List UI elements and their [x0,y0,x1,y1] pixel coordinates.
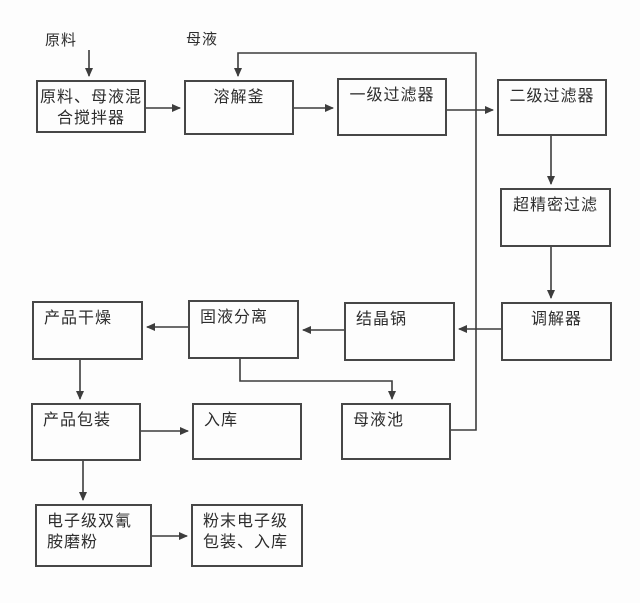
node-warehousing: 入库 [192,403,302,460]
node-ultra-precision-filter: 超精密过滤 [500,188,611,247]
node-crystallizing-pot-label: 结晶锅 [356,311,408,328]
node-regulator-label: 调解器 [530,311,582,328]
label-raw-material: 原料 [45,33,78,49]
node-solid-liquid-separation-label: 固液分离 [200,309,269,326]
node-mother-liquor-pool: 母液池 [341,403,451,460]
node-crystallizing-pot: 结晶锅 [344,302,455,361]
node-second-stage-filter-label: 二级过滤器 [509,88,595,105]
node-powder-packaging-label: 粉末电子级 包装、入库 [203,513,289,551]
node-regulator: 调解器 [501,302,612,361]
node-ultra-precision-filter-label: 超精密过滤 [512,197,598,214]
node-mixer-label: 原料、母液混 合搅拌器 [39,89,142,127]
node-warehousing-label: 入库 [204,412,239,429]
node-product-packaging-label: 产品包装 [43,412,112,429]
node-mother-liquor-pool-label: 母液池 [353,412,405,429]
node-dicyandiamide-grinding: 电子级双氰 胺磨粉 [35,504,152,567]
node-second-stage-filter: 二级过滤器 [497,79,607,136]
node-first-stage-filter-label: 一级过滤器 [349,87,435,104]
node-product-packaging: 产品包装 [31,403,141,461]
node-product-drying-label: 产品干燥 [44,310,113,327]
node-dicyandiamide-grinding-label: 电子级双氰 胺磨粉 [47,513,133,551]
node-mixer: 原料、母液混 合搅拌器 [36,80,146,133]
node-product-drying: 产品干燥 [32,301,143,360]
node-powder-packaging: 粉末电子级 包装、入库 [191,504,303,567]
node-first-stage-filter: 一级过滤器 [337,78,447,136]
node-dissolving-kettle: 溶解釜 [184,80,294,135]
node-solid-liquid-separation: 固液分离 [188,300,299,359]
node-dissolving-kettle-label: 溶解釜 [213,89,265,106]
label-mother-liquor: 母液 [186,32,219,48]
